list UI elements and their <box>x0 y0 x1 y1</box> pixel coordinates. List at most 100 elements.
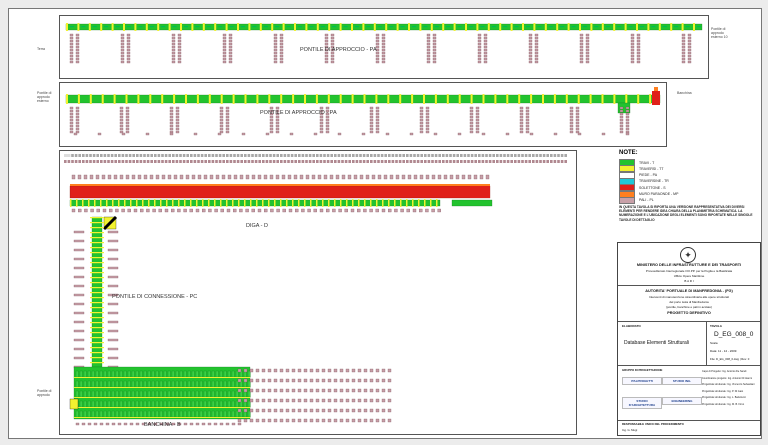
pile-mark <box>171 39 176 43</box>
banchina-pile <box>375 388 380 393</box>
pa-mid-crossbeam <box>339 94 342 104</box>
hatch-row-2 <box>132 160 135 163</box>
banchina-pile <box>363 388 368 393</box>
pa-mid-crossbeam <box>601 94 604 104</box>
pile-mark <box>119 118 124 122</box>
legend-label: SOLETTONE - S <box>639 185 666 190</box>
banchina-cell <box>103 380 107 388</box>
banchina-pile <box>387 398 392 403</box>
diga-pile-top <box>335 174 340 180</box>
pa-top-stringer <box>149 26 154 28</box>
pile-mark <box>575 106 580 110</box>
pile-mark <box>528 45 533 49</box>
pile-mark <box>636 60 641 64</box>
banchina-cell <box>191 400 195 408</box>
banchina-cell <box>219 400 223 408</box>
pile-mark <box>273 36 278 40</box>
pile-mark <box>169 109 174 113</box>
banchina-cell <box>111 400 115 408</box>
banchina-pile-bottom <box>213 422 218 426</box>
pile-mark <box>69 124 74 128</box>
banchina-cell <box>231 380 235 388</box>
pile-mark <box>630 57 635 61</box>
pile-mark <box>330 39 335 43</box>
banchina-pile <box>237 388 242 393</box>
ministry-sub3: B A R I <box>684 279 694 283</box>
pile-mark <box>569 112 574 116</box>
pile-mark <box>171 54 176 58</box>
banchina-cell <box>191 370 195 378</box>
pile-mark <box>585 36 590 40</box>
pc-pile-left <box>73 266 85 270</box>
banchina-cell <box>83 370 87 378</box>
pile-mark <box>469 124 474 128</box>
pile-mark <box>630 36 635 40</box>
banchina-cell <box>123 410 127 418</box>
hatch-row-2 <box>200 160 204 163</box>
banchina-pile <box>351 398 356 403</box>
pile-mark <box>525 127 530 131</box>
pile-mark <box>75 130 80 134</box>
diga-pile-bottom <box>425 208 429 213</box>
pile-mark <box>630 51 635 55</box>
banchina-cell <box>207 410 211 418</box>
banchina-cell <box>87 400 91 408</box>
diga-pile-top <box>185 174 190 180</box>
pa-mid-crossbeam <box>220 94 223 104</box>
hatch-top <box>370 154 373 157</box>
pile-mark <box>519 118 524 122</box>
diga-pile-top <box>77 174 82 180</box>
hatch-top <box>208 154 211 157</box>
pile-mark <box>125 124 130 128</box>
banchina-cell <box>147 410 151 418</box>
hatch-top <box>168 154 171 157</box>
hatch-row-2 <box>312 160 315 163</box>
hatch-top <box>463 154 467 157</box>
pa-top-stringer <box>366 26 371 28</box>
pc-crossbeam <box>90 317 104 319</box>
banchina-pile <box>273 398 278 403</box>
pile-mark <box>279 54 284 58</box>
pc-crossbeam <box>90 307 104 309</box>
pile-mark <box>177 60 182 64</box>
hatch-top <box>323 154 326 157</box>
banchina-cell <box>231 390 235 398</box>
pile-mark <box>171 45 176 49</box>
banchina-pile <box>387 408 392 413</box>
diga-pile-top <box>203 174 208 180</box>
pile-mark <box>120 45 125 49</box>
pile-mark <box>75 60 80 64</box>
hatch-top <box>157 154 161 157</box>
banchina-cell <box>163 380 167 388</box>
pa-top-crossbeam <box>658 23 661 31</box>
diga-crossbeam <box>286 199 288 207</box>
hatch-top <box>298 154 301 157</box>
diga-pile-bottom <box>375 208 379 213</box>
pile-mark <box>569 124 574 128</box>
pa-top-drawing <box>65 23 703 64</box>
firm-logo: STUDIO ING. <box>662 377 702 385</box>
hatch-row-2 <box>150 160 153 163</box>
diga-crossbeam <box>322 199 324 207</box>
pile-mark <box>219 115 224 119</box>
banchina-pile <box>339 368 344 373</box>
pile-mark <box>375 54 380 58</box>
pile-mark <box>324 42 329 46</box>
pa-top-stringer <box>685 26 690 28</box>
pile-mark <box>222 45 227 49</box>
hatch-top <box>265 154 269 157</box>
banchina-pile <box>315 378 320 383</box>
pa-mid-crossbeam <box>565 94 568 104</box>
banchina-cell <box>131 390 135 398</box>
banchina-cell <box>203 390 207 398</box>
pile-mark <box>681 42 686 46</box>
banchina-cell <box>163 370 167 378</box>
pa-mid-platform <box>617 102 631 114</box>
pile-mark <box>120 57 125 61</box>
pile-mark <box>569 121 574 125</box>
hatch-row-2 <box>362 160 366 163</box>
diga-pile-bottom <box>412 208 417 213</box>
pile-mark <box>330 45 335 49</box>
pile-mark <box>120 42 125 46</box>
diga-crossbeam <box>292 199 294 207</box>
